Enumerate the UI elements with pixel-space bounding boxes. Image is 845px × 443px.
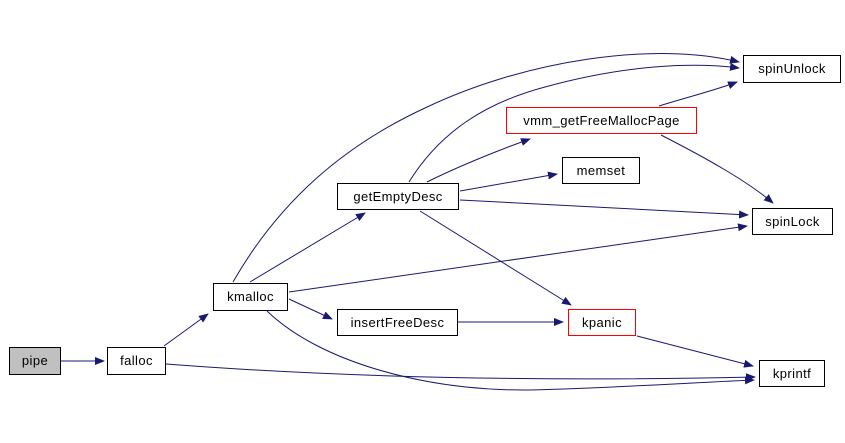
edge-kmalloc-spinUnlock <box>232 53 740 283</box>
node-spinLock[interactable]: spinLock <box>752 208 833 235</box>
edge-kmalloc-getEmptyDesc <box>249 212 366 283</box>
node-label: kprintf <box>772 365 812 381</box>
edge-falloc-kmalloc <box>163 313 209 347</box>
node-spinUnlock[interactable]: spinUnlock <box>743 55 841 83</box>
edge-kmalloc-insertFreeDesc <box>288 298 333 320</box>
node-kpanic[interactable]: kpanic <box>568 309 636 336</box>
node-label: memset <box>576 162 626 178</box>
node-kprintf[interactable]: kprintf <box>759 360 825 387</box>
edge-getEmptyDesc-kpanic <box>419 210 572 306</box>
node-label: falloc <box>120 353 153 368</box>
node-label: spinUnlock <box>758 61 826 76</box>
node-label: kmalloc <box>227 289 274 304</box>
edge-vmm_getFreeMallocPage-spinLock <box>660 134 774 204</box>
edge-group <box>61 53 774 391</box>
node-pipe: pipe <box>9 347 61 375</box>
node-insertFreeDesc[interactable]: insertFreeDesc <box>337 309 458 336</box>
node-label: pipe <box>21 353 49 368</box>
node-vmm_getFreeMallocPage[interactable]: vmm_getFreeMallocPage <box>506 107 697 134</box>
node-getEmptyDesc[interactable]: getEmptyDesc <box>337 183 459 210</box>
edge-getEmptyDesc-memset <box>459 171 558 192</box>
node-label: kpanic <box>582 314 622 330</box>
edge-falloc-kprintf <box>165 363 756 382</box>
node-label: spinLock <box>765 213 820 229</box>
node-falloc[interactable]: falloc <box>107 347 166 375</box>
edge-getEmptyDesc-vmm_getFreeMallocPage <box>426 138 531 183</box>
edge-kmalloc-spinLock <box>288 223 748 293</box>
node-label: getEmptyDesc <box>353 188 443 204</box>
edge-kmalloc-kprintf <box>266 310 755 391</box>
edge-kpanic-kprintf <box>636 335 754 368</box>
node-kmalloc[interactable]: kmalloc <box>213 283 288 311</box>
node-label: insertFreeDesc <box>350 314 445 330</box>
node-label: vmm_getFreeMallocPage <box>523 112 680 128</box>
edge-vmm_getFreeMallocPage-spinUnlock <box>658 81 738 107</box>
node-memset[interactable]: memset <box>562 157 640 184</box>
edge-getEmptyDesc-spinUnlock <box>408 62 740 183</box>
edge-getEmptyDesc-spinLock <box>459 199 749 219</box>
